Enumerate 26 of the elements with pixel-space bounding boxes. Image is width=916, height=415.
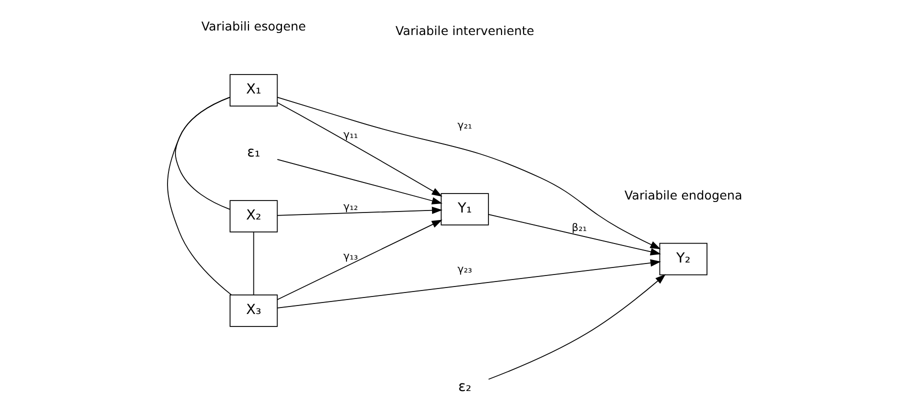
edge-label: γ₂₁ bbox=[458, 119, 472, 132]
connector bbox=[253, 232, 254, 296]
label: Variabile interveniente bbox=[395, 24, 534, 38]
node-box: Y₁ bbox=[440, 193, 489, 226]
edge-label: γ₁₁ bbox=[343, 129, 358, 142]
edge-label: β₂₁ bbox=[572, 222, 587, 234]
arrow bbox=[276, 220, 442, 300]
node-box: X₃ bbox=[230, 294, 278, 327]
label: Variabile endogena bbox=[624, 188, 742, 202]
arrow bbox=[488, 214, 661, 256]
edge-label: γ₂₃ bbox=[458, 264, 472, 276]
node-box: Y₂ bbox=[659, 242, 708, 276]
arrow bbox=[277, 259, 661, 308]
label: Variabili esogene bbox=[201, 20, 306, 34]
node-text: ε₂ bbox=[458, 378, 472, 395]
edge-label: γ₁₂ bbox=[343, 200, 358, 213]
arrow bbox=[276, 206, 442, 216]
node-box: X₂ bbox=[230, 200, 278, 232]
node-text: ε₁ bbox=[247, 144, 260, 161]
arrow bbox=[277, 96, 661, 250]
edge-label: γ₁₃ bbox=[343, 250, 358, 263]
arrow bbox=[276, 102, 442, 197]
node-box: X₁ bbox=[230, 74, 278, 107]
arrow bbox=[488, 274, 666, 380]
connector bbox=[167, 96, 232, 296]
arrow bbox=[276, 158, 442, 204]
